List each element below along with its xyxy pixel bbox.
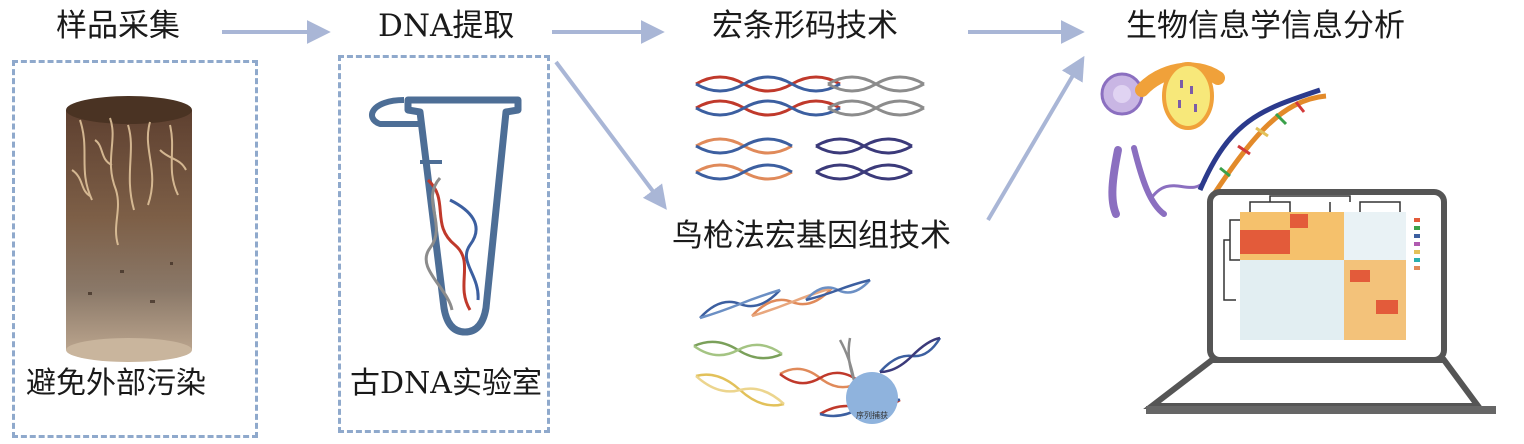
sampling-box: [12, 60, 258, 438]
barcoding-helices: [695, 75, 925, 181]
arrow-shotgun-to-bioinfo: [986, 55, 1085, 222]
stage-shotgun-title: 鸟枪法宏基因组技术: [672, 218, 951, 254]
stage-bioinfo-title: 生物信息学信息分析: [1126, 8, 1405, 44]
chromosome-illustration: [1100, 62, 1327, 218]
sequencing-bead-label: 序列捕获: [856, 411, 888, 420]
sequencing-bead: [846, 372, 898, 424]
soil-core-illustration: [66, 96, 192, 362]
extraction-box: [338, 55, 550, 433]
sampling-caption: 避免外部污染: [26, 366, 206, 401]
stage-extraction-title: DNA提取: [378, 8, 515, 44]
tube-dna: [424, 176, 480, 311]
arrow-extraction-to-shotgun: [554, 60, 667, 210]
shotgun-fragments: [693, 278, 942, 418]
stage-barcoding-title: 宏条形码技术: [712, 8, 898, 44]
extraction-caption: 古DNA实验室: [350, 366, 542, 401]
microtube-illustration: [369, 96, 522, 336]
stage-sampling-title: 样品采集: [56, 8, 180, 44]
computer-monitor: [1143, 189, 1496, 414]
flow-arrows: [222, 20, 1085, 222]
